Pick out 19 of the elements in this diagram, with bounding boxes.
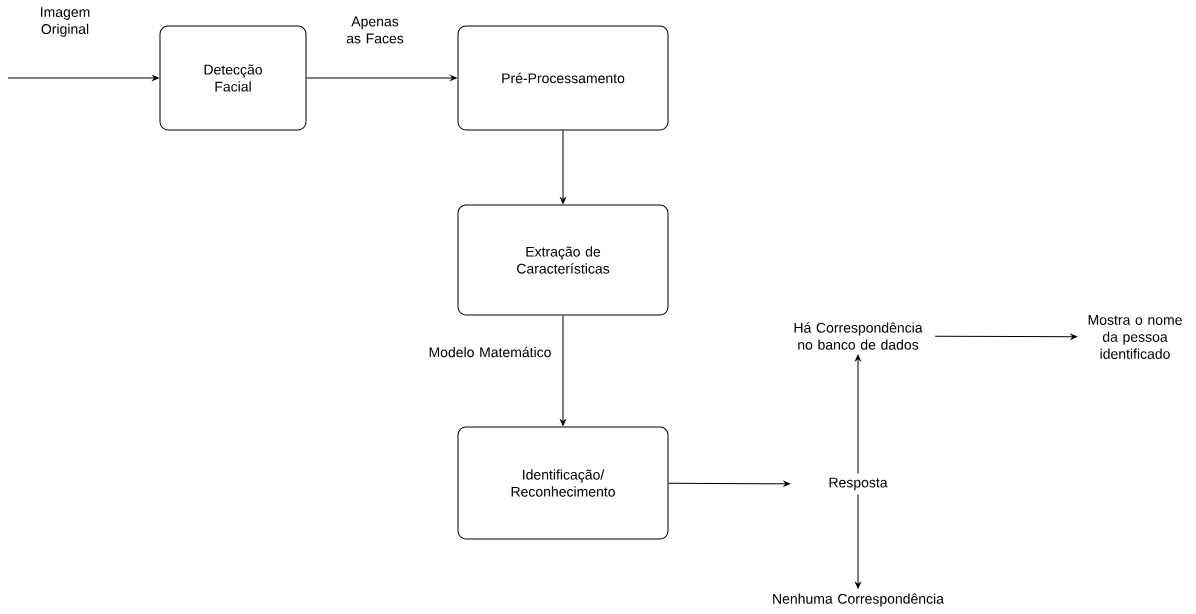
arrow (934, 333, 1078, 340)
result-text: Resposta (829, 477, 888, 491)
arrow (855, 354, 861, 475)
process-box: Identificação/ Reconhecimento (457, 426, 669, 540)
arrow (560, 130, 566, 204)
arrow (7, 75, 159, 81)
result-text: Mostra o nome da pessoa identificado (1088, 315, 1182, 359)
result-text: Há Correspondência no banco de dados (794, 322, 923, 350)
edge-label: Imagem Original (41, 7, 90, 37)
arrow (668, 480, 791, 487)
result-text: Nenhuma Correspondência (773, 593, 944, 607)
edge-label: Apenas as Faces (346, 16, 404, 44)
arrow (560, 315, 566, 426)
process-box: Extração de Características (457, 204, 669, 316)
arrow (306, 75, 457, 81)
process-box: Pré-Processamento (457, 25, 669, 131)
process-box: Detecção Facial (159, 25, 307, 131)
arrow (855, 494, 861, 589)
edge-label: Modelo Matemático (429, 346, 551, 358)
